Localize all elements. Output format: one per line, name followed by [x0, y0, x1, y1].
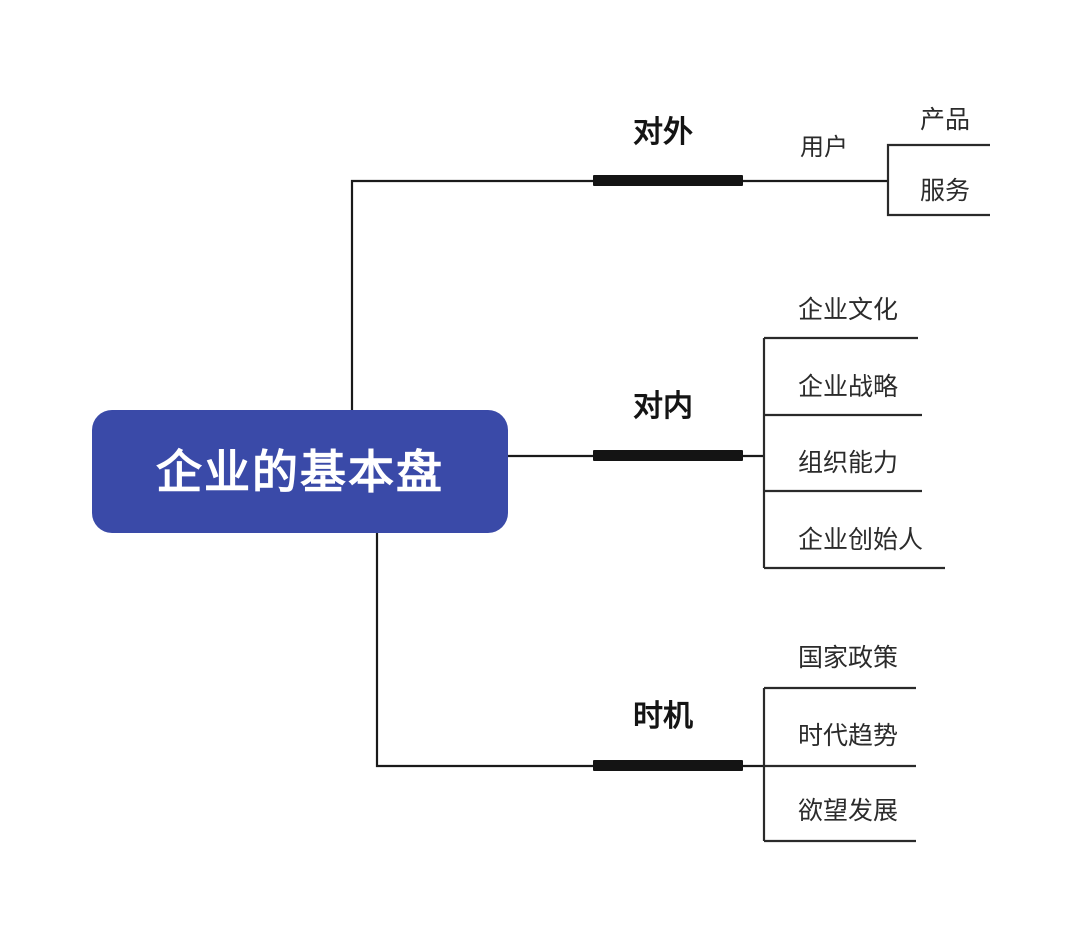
leaf-label-org-capability[interactable]: 组织能力 — [798, 449, 899, 477]
leaf-label-national-policy[interactable]: 国家政策 — [798, 644, 899, 672]
branch-bar-timing — [593, 760, 743, 771]
connector-root-to-timing — [375, 532, 598, 768]
root-node[interactable]: 企业的基本盘 — [92, 410, 508, 533]
sub-label-user[interactable]: 用户 — [800, 134, 848, 161]
leaf-label-service[interactable]: 服务 — [920, 177, 971, 205]
leaf-label-culture[interactable]: 企业文化 — [798, 296, 899, 324]
bracket-external-leaves — [886, 143, 990, 217]
root-node-label: 企业的基本盘 — [156, 445, 444, 498]
branch-label-timing[interactable]: 时机 — [633, 700, 693, 733]
branch-label-external[interactable]: 对外 — [633, 116, 693, 149]
leaf-label-strategy[interactable]: 企业战略 — [798, 373, 899, 401]
leaf-label-product[interactable]: 产品 — [920, 106, 971, 134]
branch-bar-external — [593, 175, 743, 186]
leaf-label-founder[interactable]: 企业创始人 — [798, 526, 924, 554]
branch-bar-internal — [593, 450, 743, 461]
connector-root-to-external — [350, 179, 598, 411]
branch-label-internal[interactable]: 对内 — [633, 390, 693, 423]
leaf-label-desire-growth[interactable]: 欲望发展 — [798, 797, 899, 825]
leaf-label-era-trend[interactable]: 时代趋势 — [798, 722, 899, 750]
